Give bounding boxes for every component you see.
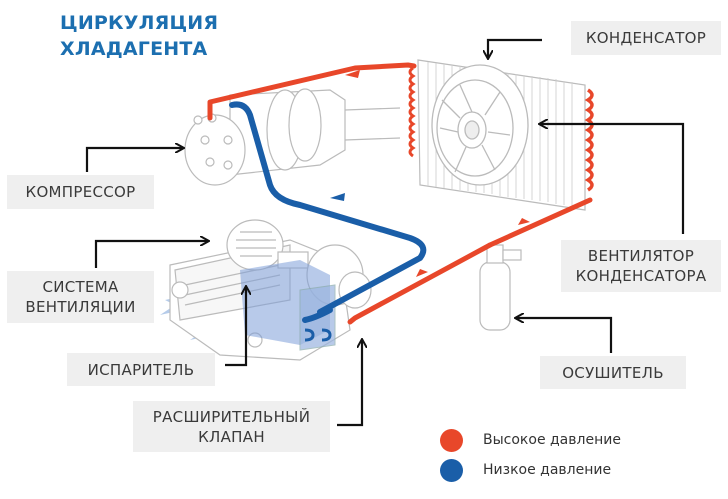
- title-line-2: ХЛАДАГЕНТА: [60, 38, 208, 60]
- ventilation-leader: [94, 241, 208, 268]
- label-compressor: КОМПРЕССОР: [7, 175, 154, 209]
- condenser-fan: [431, 64, 529, 186]
- expansion-valve-label-line-2: КЛАПАН: [198, 427, 265, 446]
- compressor-unit: [184, 88, 401, 186]
- flow-arrows-high: [345, 70, 530, 277]
- evaporator-core: [240, 260, 336, 351]
- low-pressure-swatch-icon: [440, 458, 463, 482]
- flow-arrows-low: [330, 193, 345, 201]
- evaporator-leader: [225, 287, 246, 367]
- diagram-title: ЦИРКУЛЯЦИЯ ХЛАДАГЕНТА: [60, 10, 218, 62]
- ventilation-label-line-2: ВЕНТИЛЯЦИИ: [25, 298, 136, 316]
- condenser-fan-label-line-2: КОНДЕНСАТОРА: [575, 267, 707, 285]
- drier-unit: [479, 244, 522, 331]
- condenser-coils-left: [408, 66, 416, 158]
- condenser-coils-right: [584, 88, 594, 192]
- legend-item-low-pressure: Низкое давление: [440, 455, 621, 485]
- legend-item-high-pressure: Высокое давление: [440, 425, 621, 455]
- drier-leader: [516, 318, 613, 353]
- high-pressure-line: [207, 62, 593, 325]
- label-evaporator: ИСПАРИТЕЛЬ: [67, 353, 215, 386]
- ventilation-label-line-1: СИСТЕМА: [42, 278, 119, 296]
- legend-label-low: Низкое давление: [483, 462, 612, 478]
- condenser-fan-label-line-1: ВЕНТИЛЯТОР: [587, 247, 695, 265]
- high-pressure-swatch-icon: [440, 428, 463, 452]
- expansion-valve-leader: [337, 340, 362, 427]
- leader-lines: [85, 38, 685, 427]
- title-line-1: ЦИРКУЛЯЦИЯ: [60, 12, 219, 34]
- compressor-label-text: КОМПРЕССОР: [25, 183, 136, 201]
- label-condenser: КОНДЕНСАТОР: [571, 21, 721, 55]
- pressure-legend: Высокое давление Низкое давление: [440, 425, 621, 485]
- legend-label-high: Высокое давление: [483, 432, 621, 448]
- evaporator-tubes: [304, 328, 332, 342]
- drier-label-text: ОСУШИТЕЛЬ: [562, 363, 664, 382]
- label-ventilation: СИСТЕМА ВЕНТИЛЯЦИИ: [7, 271, 154, 323]
- condenser-fan-leader: [540, 124, 685, 234]
- label-condenser-fan: ВЕНТИЛЯТОР КОНДЕНСАТОРА: [561, 240, 721, 292]
- compressor-leader: [85, 148, 183, 172]
- condenser-leader: [488, 38, 542, 58]
- low-pressure-line: [229, 101, 427, 323]
- label-drier: ОСУШИТЕЛЬ: [540, 356, 686, 389]
- condenser-label-text: КОНДЕНСАТОР: [585, 29, 707, 47]
- label-expansion-valve: РАСШИРИТЕЛЬНЫЙ КЛАПАН: [133, 401, 330, 452]
- evaporator-label-text: ИСПАРИТЕЛЬ: [87, 360, 195, 379]
- expansion-valve-label-line-1: РАСШИРИТЕЛЬНЫЙ: [152, 407, 311, 426]
